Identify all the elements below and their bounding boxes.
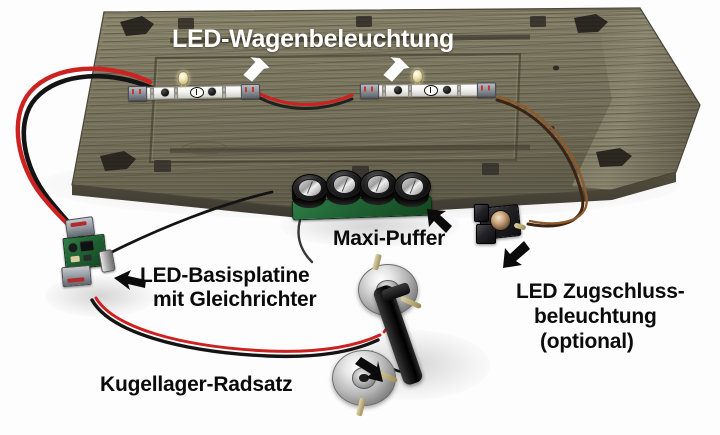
label-zugschluss-line2: beleuchtung [534,304,657,328]
tail-light-bracket [476,224,496,244]
arrow-maxi-puffer [427,209,452,233]
label-basisplatine-line1: LED-Basisplatine [140,264,310,287]
maxi-puffer-module [286,168,436,226]
label-zugschluss-line1: LED Zugschluss- [516,280,685,303]
ball-bearing-wheelset [332,253,480,417]
capacitor-4 [394,172,431,201]
arrow-radsatz [355,357,383,382]
label-kugellager-radsatz: Kugellager-Radsatz [100,373,293,396]
label-maxi-puffer: Maxi-Puffer [333,227,446,250]
page-title: LED-Wagenbeleuchtung [172,25,454,53]
label-led-zugschluss: LED Zugschluss- beleuchtung (optional) [516,280,706,352]
arrow-zugschluss [503,241,530,268]
label-zugschluss-line3: (optional) [540,329,634,353]
svg-text:MODELL: MODELL [190,146,220,153]
tail-light-side-block [474,204,489,222]
tail-light-module [474,200,534,248]
arrow-title-right [382,56,411,83]
label-basisplatine-line2: mit Gleichrichter [153,287,317,311]
label-led-basisplatine: LED-Basisplatine mit Gleichrichter [140,264,317,310]
arrow-title-left [242,56,271,83]
tail-light-lens [490,210,511,231]
arrow-basisplatine [114,270,146,290]
